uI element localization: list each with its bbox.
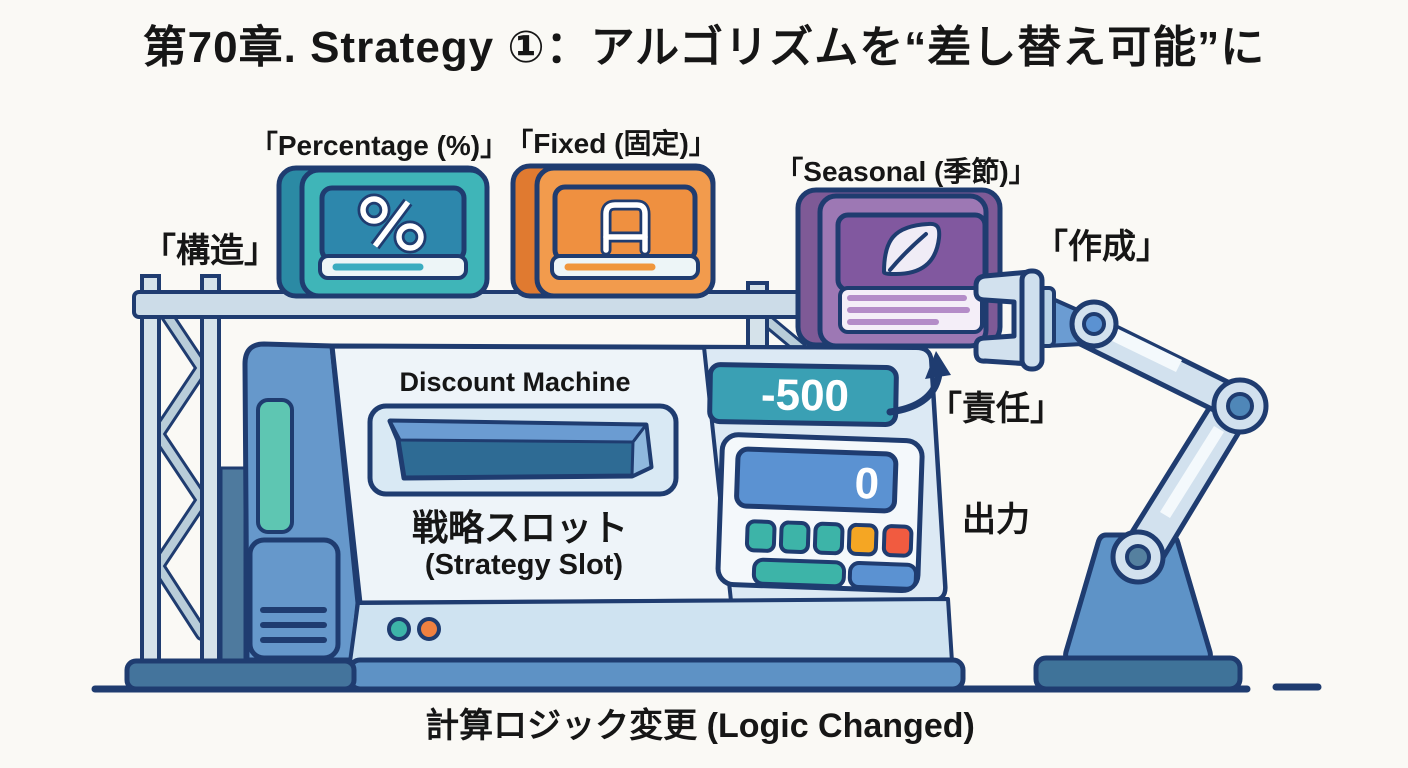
- label-creation: 「作成」: [1034, 228, 1170, 266]
- key-wide-blue[interactable]: [847, 561, 918, 591]
- keypad-buttons: [744, 519, 918, 591]
- key-2[interactable]: [778, 520, 811, 555]
- robot-joints: [1069, 299, 1269, 585]
- scaffold-base-block: [124, 658, 357, 692]
- machine-teal-panel: [256, 398, 294, 534]
- key-5[interactable]: [881, 524, 914, 558]
- percent-icon: [357, 193, 427, 254]
- slot-label-jp: 戦略スロット: [412, 507, 628, 548]
- truss-post-right: [200, 274, 221, 666]
- card-fixed-panel: [552, 184, 698, 263]
- machine-name: Discount Machine: [399, 367, 630, 397]
- caption-logic-changed: 計算ロジック変更 (Logic Changed): [425, 706, 975, 745]
- keypad-unit: 0: [715, 432, 925, 594]
- price-tag-icon: [600, 199, 651, 256]
- truss-post-left: [140, 274, 161, 666]
- price-display: -500: [707, 362, 899, 427]
- output-display-value: 0: [854, 459, 880, 509]
- indicator-dot-orange: [417, 617, 441, 641]
- page-title: 第70章. Strategy ①：アルゴリズムを“差し替え可能”に: [143, 22, 1266, 72]
- card-seasonal: [795, 187, 1003, 349]
- key-wide-teal[interactable]: [751, 557, 847, 589]
- responsibility-arrow: [886, 351, 951, 416]
- label-structure: 「構造」: [142, 232, 278, 270]
- gripper-bar: [1019, 268, 1045, 372]
- key-3[interactable]: [812, 521, 845, 556]
- slot-label-en: (Strategy Slot): [425, 549, 623, 581]
- vent-lines: [260, 607, 327, 643]
- robot-foot: [1033, 655, 1243, 692]
- leaf-icon: [881, 221, 942, 277]
- card-percentage-label: 「Percentage (%)」: [250, 129, 508, 161]
- label-responsibility: 「責任」: [928, 390, 1064, 428]
- machine-side-shadow: [219, 466, 247, 664]
- card-percentage: [276, 165, 490, 299]
- indicator-dot-teal: [387, 617, 411, 641]
- robot-arm: [973, 268, 1269, 692]
- machine-vent-door: [247, 537, 341, 661]
- output-display-screen: [734, 446, 899, 514]
- discount-machine: -500 0 Discount Machine 戦略スロット (Strategy…: [124, 341, 966, 692]
- robot-upper-arm-highlight: [1106, 326, 1182, 372]
- robot-forearm-highlight: [1160, 426, 1224, 518]
- truss-braces: [154, 298, 804, 638]
- key-1[interactable]: [744, 519, 777, 553]
- label-output: 出力: [962, 501, 1030, 539]
- card-seasonal-label: 「Seasonal (季節)」: [775, 155, 1036, 187]
- card-fixed-label: 「Fixed (固定)」: [505, 127, 717, 159]
- card-fixed: [510, 163, 716, 299]
- price-display-value: -500: [761, 370, 850, 421]
- slot-bevel-right: [630, 423, 653, 478]
- key-4[interactable]: [846, 522, 879, 557]
- machine-base-bar: [347, 657, 966, 692]
- price-display-screen: [707, 362, 899, 427]
- slot-bevel-top: [388, 419, 648, 444]
- strategy-slot: [367, 403, 679, 497]
- card-seasonal-strip-lines: [847, 295, 970, 325]
- gripper-jaws: [973, 269, 1033, 367]
